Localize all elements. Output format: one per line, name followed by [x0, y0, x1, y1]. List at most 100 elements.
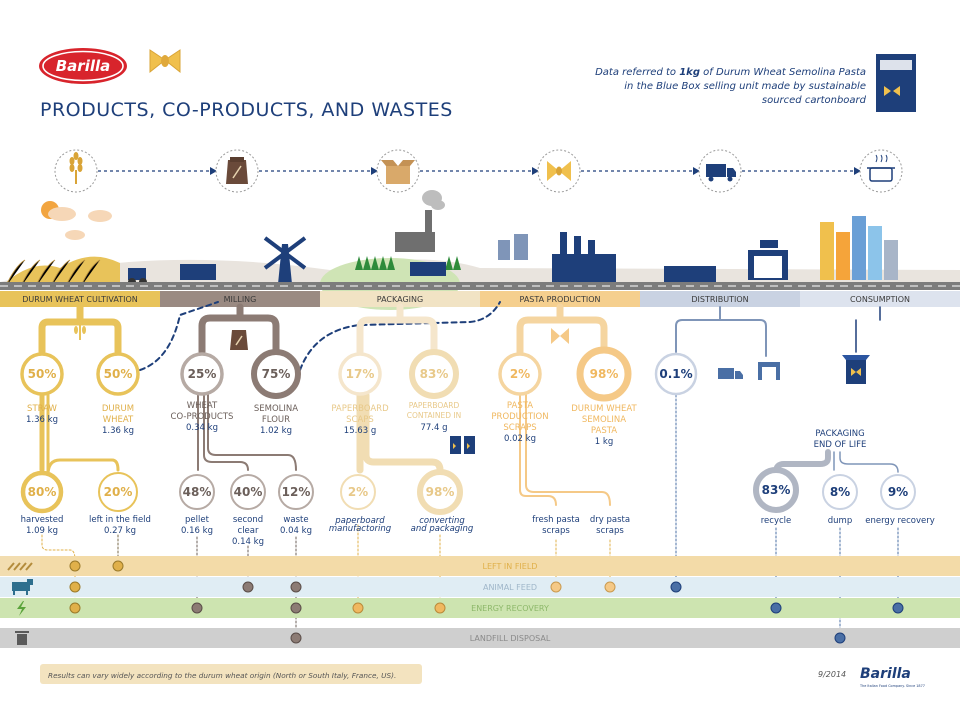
svg-text:0.34 kg: 0.34 kg	[186, 423, 218, 433]
svg-text:50%: 50%	[28, 367, 57, 381]
svg-text:0.04 kg: 0.04 kg	[280, 526, 312, 536]
footer-tagline: The Italian Food Company. Since 1877	[859, 684, 925, 688]
wheat-stalk-icon	[74, 318, 86, 340]
svg-text:75%: 75%	[262, 367, 291, 381]
svg-text:FLOUR: FLOUR	[262, 415, 290, 425]
svg-text:and packaging: and packaging	[411, 524, 474, 534]
truck-icon	[706, 164, 736, 182]
node-left-in-field: 20% left in the field 0.27 kg	[89, 472, 151, 536]
pasta-box-icon	[876, 54, 916, 112]
process-icon-row	[54, 149, 903, 193]
band-animal-feed: ANIMAL FEED	[483, 583, 537, 592]
svg-text:0.02 kg: 0.02 kg	[504, 434, 536, 444]
band-landfill-disposal: LANDFILL DISPOSAL	[470, 634, 551, 643]
stage-distribution: DISTRIBUTION	[691, 295, 748, 304]
svg-text:Data referred to 1kg of Durum: Data referred to 1kg of Durum Wheat Semo…	[595, 67, 866, 78]
footer-brand: Barilla	[860, 666, 911, 682]
stage-consumption: CONSUMPTION	[850, 295, 910, 304]
svg-text:98%: 98%	[426, 485, 455, 499]
svg-text:CONTAINED IN: CONTAINED IN	[407, 411, 461, 420]
svg-text:SCRAPS: SCRAPS	[503, 423, 536, 433]
page-title: PRODUCTS, CO-PRODUCTS, AND WASTES	[40, 99, 453, 121]
node-wheat-co-products: 25% WHEAT CO-PRODUCTS 0.34 kg	[171, 352, 233, 433]
node-pasta-production-scraps: 2% PASTA PRODUCTION SCRAPS 0.02 kg	[491, 352, 549, 444]
svg-text:END OF LIFE: END OF LIFE	[814, 440, 867, 450]
svg-text:dry pasta: dry pasta	[590, 515, 630, 525]
svg-text:second: second	[233, 515, 263, 525]
svg-text:50%: 50%	[104, 367, 133, 381]
svg-text:1.02 kg: 1.02 kg	[260, 426, 292, 436]
data-note: Data referred to 1kg of Durum Wheat Semo…	[595, 67, 867, 106]
node-straw: 50% STRAW 1.36 kg	[20, 352, 64, 425]
svg-text:WHEAT: WHEAT	[103, 415, 134, 425]
footer-disclaimer: Results can vary widely according to the…	[48, 671, 396, 680]
svg-text:converting: converting	[419, 516, 465, 526]
node-fresh-pasta-scraps: fresh pasta scraps	[532, 515, 580, 536]
svg-text:77.4 g: 77.4 g	[420, 423, 447, 433]
svg-text:1.36 kg: 1.36 kg	[26, 415, 58, 425]
svg-text:DURUM WHEAT: DURUM WHEAT	[571, 404, 637, 414]
stage-packaging: PACKAGING	[377, 295, 423, 304]
stage-pasta-production: PASTA PRODUCTION	[520, 295, 601, 304]
destination-bands: LEFT IN FIELD ANIMAL FEED ENERGY RECOVER…	[0, 556, 960, 648]
svg-text:clear: clear	[238, 526, 259, 536]
svg-text:98%: 98%	[590, 367, 619, 381]
pasta-box-small-icon	[842, 355, 870, 384]
node-durum-wheat: 50% DURUM WHEAT 1.36 kg	[96, 352, 140, 436]
farfalle-small-icon	[551, 328, 569, 344]
node-dump: 8% dump	[822, 474, 858, 526]
node-distribution-loss: 0.1%	[654, 352, 698, 396]
paper-mill-icon	[395, 190, 446, 276]
svg-text:energy recovery: energy recovery	[865, 516, 935, 526]
svg-text:SEMOLINA: SEMOLINA	[582, 415, 626, 425]
node-waste: 12% waste 0.04 kg	[278, 474, 314, 536]
svg-text:1.09 kg: 1.09 kg	[26, 526, 58, 536]
svg-text:1 kg: 1 kg	[595, 437, 613, 447]
node-paperboard-manufacturing: 2% paperboard manufactoring	[329, 474, 392, 534]
stage-cultivation: DURUM WHEAT CULTIVATION	[22, 295, 138, 304]
svg-text:pellet: pellet	[185, 515, 210, 525]
packaging-end-of-life-label: PACKAGING END OF LIFE	[814, 429, 867, 450]
windmill-icon	[263, 236, 307, 284]
svg-text:12%: 12%	[282, 485, 311, 499]
stage-milling: MILLING	[224, 295, 257, 304]
svg-text:paperboard: paperboard	[334, 516, 385, 526]
svg-text:2%: 2%	[510, 367, 530, 381]
wheat-icon	[69, 152, 83, 184]
svg-text:recycle: recycle	[761, 516, 792, 526]
svg-text:sourced cartonboard: sourced cartonboard	[762, 95, 867, 106]
svg-text:PASTA: PASTA	[507, 401, 533, 411]
svg-text:48%: 48%	[183, 485, 212, 499]
lightning-icon	[17, 601, 26, 616]
svg-text:8%: 8%	[830, 485, 850, 499]
node-durum-wheat-semolina-pasta: 98% DURUM WHEAT SEMOLINA PASTA 1 kg	[571, 346, 638, 447]
cow-icon	[12, 579, 33, 595]
stage-banner: DURUM WHEAT CULTIVATION MILLING PACKAGIN…	[0, 291, 960, 307]
pasta-factory-icon	[552, 232, 616, 282]
svg-text:harvested: harvested	[21, 515, 64, 525]
paperboard-boxes-icon	[450, 436, 475, 454]
svg-text:20%: 20%	[104, 485, 133, 499]
svg-text:1.36 kg: 1.36 kg	[102, 426, 134, 436]
band-left-in-field: LEFT IN FIELD	[483, 562, 538, 571]
svg-text:0.1%: 0.1%	[659, 367, 692, 381]
truck-shop-small-icon	[718, 362, 780, 380]
svg-text:left in the field: left in the field	[89, 515, 151, 525]
svg-text:PAPERBOARD: PAPERBOARD	[409, 401, 460, 410]
svg-text:83%: 83%	[762, 483, 791, 497]
svg-text:DURUM: DURUM	[102, 404, 134, 414]
shop-icon	[748, 240, 788, 280]
svg-text:SCAPS: SCAPS	[346, 415, 374, 425]
node-semolina-flour: 75% SEMOLINA FLOUR 1.02 kg	[251, 349, 301, 436]
node-paperboard-contained: 83% PAPERBOARD CONTAINED IN 77.4 g	[407, 349, 461, 433]
trash-icon	[15, 631, 29, 645]
svg-text:in the Blue Box selling unit m: in the Blue Box selling unit made by sus…	[624, 81, 866, 92]
svg-text:PRODUCTION: PRODUCTION	[491, 412, 548, 422]
svg-text:STRAW: STRAW	[27, 404, 57, 414]
brand-name: Barilla	[56, 57, 111, 75]
footer-date: 9/2014	[818, 670, 846, 679]
svg-text:waste: waste	[283, 515, 308, 525]
cooking-pot-icon	[867, 154, 895, 182]
svg-text:scraps: scraps	[596, 526, 624, 536]
svg-text:0.27 kg: 0.27 kg	[104, 526, 136, 536]
